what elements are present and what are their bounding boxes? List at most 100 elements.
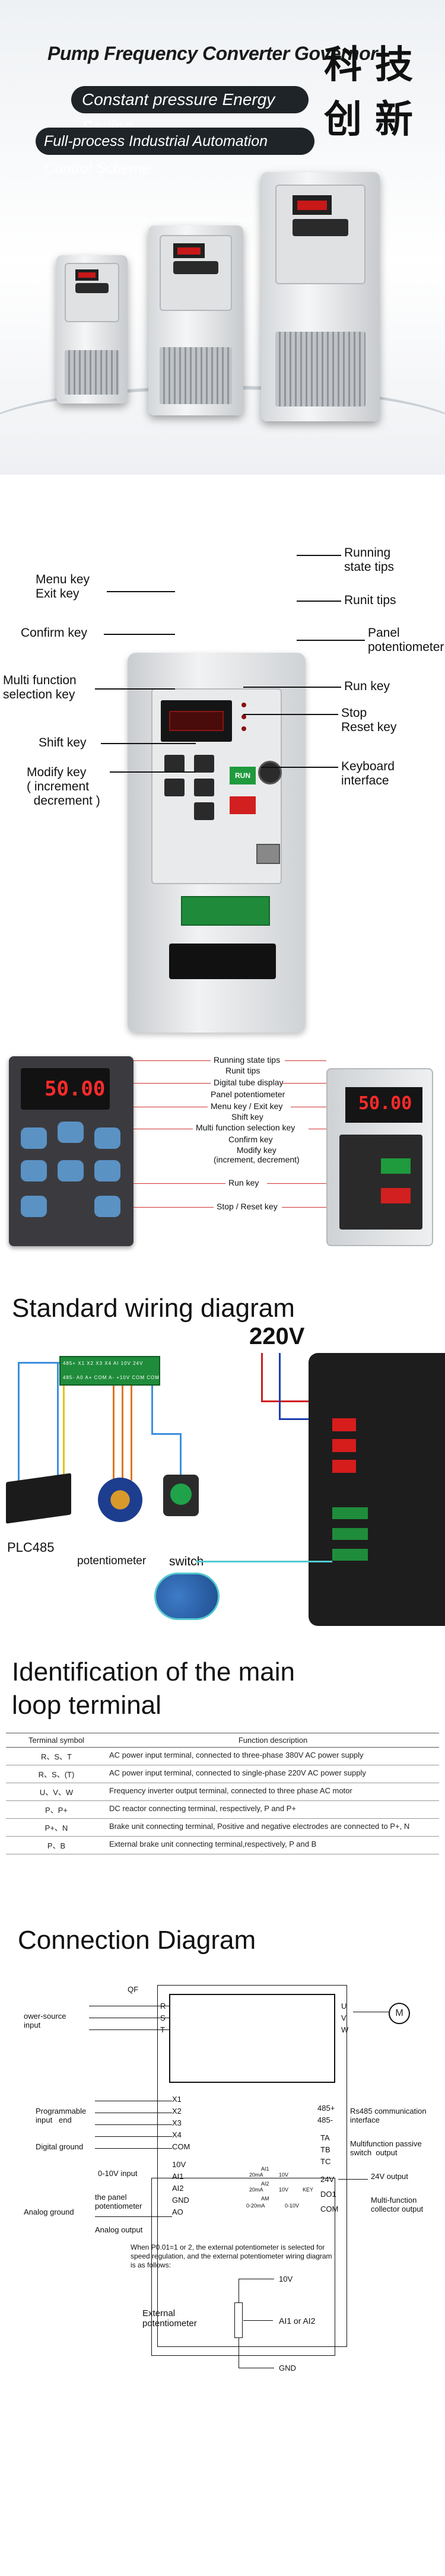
note-box — [151, 2178, 335, 2356]
terminal-row-bottom: 485- A0 A+ COM A- +10V COM COM — [63, 1375, 160, 1380]
label-running-tips: Running state tips — [344, 546, 395, 574]
wire — [196, 1561, 332, 1562]
status-led — [241, 726, 246, 731]
switch-label: switch — [169, 1555, 204, 1568]
down-key[interactable] — [58, 1160, 84, 1181]
wire — [63, 1386, 65, 1481]
leader-line — [110, 771, 196, 773]
wire — [95, 2136, 172, 2137]
analog-output-label: Analog output — [95, 2225, 143, 2234]
wire — [261, 1353, 263, 1400]
terminal-label: GND — [172, 2196, 189, 2205]
terminal-function: DC reactor connecting terminal, respecti… — [107, 1800, 439, 1819]
panel-potentiometer-knob[interactable] — [258, 761, 282, 784]
run-key[interactable]: RUN — [230, 767, 256, 784]
terminal-label: X3 — [172, 2118, 182, 2127]
wire — [18, 1362, 20, 1481]
up-key[interactable] — [58, 1122, 84, 1143]
confirm-key[interactable] — [164, 779, 185, 796]
terminal-label: X4 — [172, 2130, 182, 2139]
inverter-power-block — [169, 1994, 335, 2083]
panel-pot-label: the panel potentiometer — [95, 2193, 142, 2210]
wire — [338, 2179, 368, 2180]
shift-key[interactable] — [21, 1160, 47, 1181]
collector-output-label: Multi-function collector output — [371, 2196, 424, 2213]
jumper-label: 0-20mA — [246, 2203, 265, 2209]
jumper-label: AI1 — [261, 2166, 269, 2172]
section-title: Standard wiring diagram — [12, 1294, 295, 1323]
panel-label: Run key — [228, 1178, 259, 1187]
potentiometer-image — [98, 1478, 142, 1522]
external-pot-label: External potentiometer — [142, 2308, 197, 2329]
label-multi-key: Multi function selection key — [3, 674, 77, 701]
connection-diagram-section: Connection Diagram QF ower-source input … — [0, 1893, 445, 2576]
multi-key[interactable] — [21, 1196, 47, 1217]
column-header: Function description — [107, 1733, 439, 1748]
wire — [279, 1353, 281, 1418]
terminal-symbol: R、S、(T) — [6, 1765, 107, 1783]
leader-line — [134, 1207, 214, 1208]
label-runit-tips: Runit tips — [344, 593, 396, 607]
shift-key[interactable] — [194, 802, 214, 820]
menu-key[interactable] — [21, 1127, 47, 1149]
jumper-label: AI2 — [261, 2181, 269, 2187]
run-key[interactable] — [94, 1160, 120, 1181]
jumper-label: 10V — [279, 2172, 289, 2178]
terminal-label: S — [160, 2013, 166, 2022]
passive-switch-label: Multifunction passive switch output — [350, 2139, 422, 2157]
terminal-label: AI2 — [172, 2184, 184, 2193]
motor-image — [154, 1573, 220, 1620]
control-terminal-block: 485+ X1 X2 X3 X4 AI 10V 24V 485- A0 A+ C… — [59, 1356, 160, 1386]
terminal-table: Terminal symbol Function description R、S… — [6, 1733, 439, 1854]
menu-key[interactable] — [164, 755, 185, 773]
leader-line — [297, 601, 341, 602]
plc-module-image — [6, 1473, 71, 1524]
hero-chinese-logo: 科 技 创 新 — [320, 42, 427, 160]
leader-line — [282, 1207, 326, 1208]
terminal-function: Frequency inverter output terminal, conn… — [107, 1783, 439, 1801]
terminal-symbol: R、S、T — [6, 1747, 107, 1765]
status-led — [241, 714, 246, 719]
terminal-symbol: P、P+ — [6, 1800, 107, 1819]
rs485-label: Rs485 communication interface — [350, 2107, 427, 2124]
terminal-label: T — [160, 2025, 165, 2034]
leader-line — [134, 1060, 211, 1061]
keypad-face: RUN — [151, 688, 282, 884]
terminal-label: 485+ — [317, 2104, 335, 2113]
jumper-label: 20mA — [249, 2172, 263, 2178]
terminal-label: X1 — [172, 2095, 182, 2104]
panel-label: Runit tips — [225, 1066, 260, 1075]
keyboard-interface-port — [256, 844, 280, 864]
wire — [261, 1400, 326, 1402]
up-key[interactable] — [194, 755, 214, 773]
terminal-label: 10V — [172, 2160, 186, 2169]
switch-image — [163, 1475, 199, 1516]
ai-label: AI1 or AI2 — [279, 2316, 316, 2326]
qf-label: QF — [128, 1985, 139, 1994]
stop-key[interactable] — [94, 1196, 120, 1217]
wire — [151, 1433, 181, 1435]
terminal-label: U — [341, 2002, 347, 2010]
run-key[interactable] — [381, 1158, 411, 1174]
hero-tagline: Full-process Industrial Automation Contr… — [36, 128, 314, 177]
panel-label: Menu key / Exit key — [211, 1101, 283, 1111]
leader-line — [107, 591, 175, 592]
leader-line — [285, 1060, 326, 1061]
power-terminal — [332, 1439, 356, 1452]
confirm-key[interactable] — [94, 1127, 120, 1149]
wire — [243, 2320, 273, 2321]
down-key[interactable] — [194, 779, 214, 796]
programmable-input-label: Programmable input end — [36, 2107, 87, 2124]
jumper-label: 10V — [279, 2187, 289, 2193]
label-confirm-key: Confirm key — [21, 626, 88, 640]
product-image-large — [261, 172, 380, 421]
output-terminal — [332, 1549, 368, 1561]
inverter-front-image: RUN — [128, 653, 306, 1033]
wire — [113, 1386, 115, 1481]
leader-line — [101, 743, 196, 744]
terminal-label: DO1 — [320, 2190, 336, 2199]
stop-key[interactable] — [230, 796, 256, 814]
stop-key[interactable] — [381, 1188, 411, 1203]
voltage-label: 220V — [249, 1323, 305, 1349]
